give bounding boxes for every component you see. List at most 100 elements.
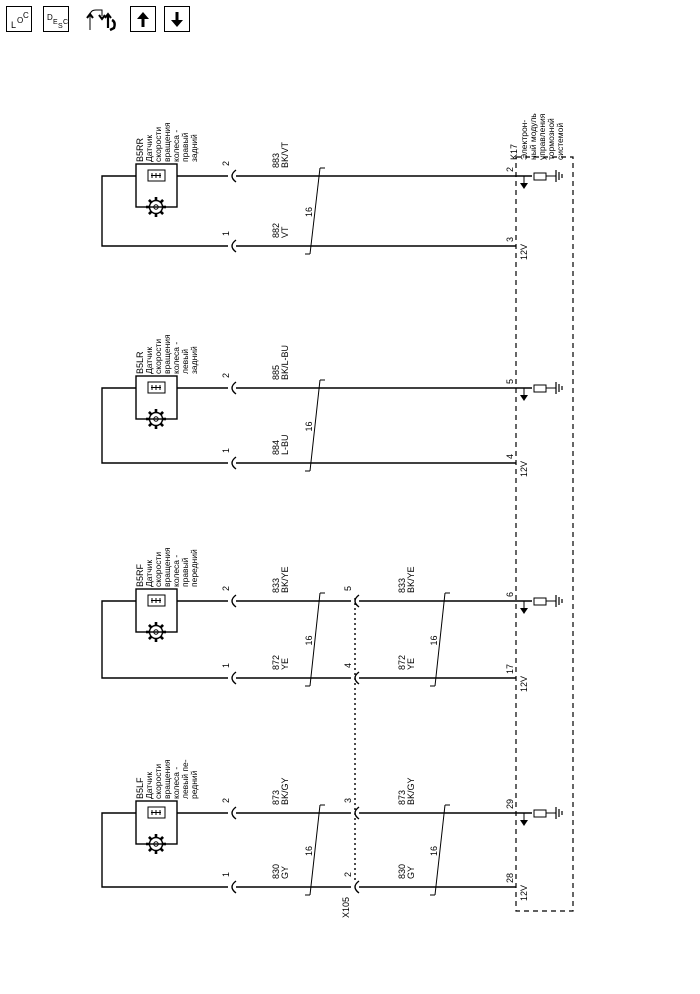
module-voltage-label: 12V xyxy=(519,244,529,260)
wire-gauge-slash xyxy=(309,167,321,255)
sensor-name-line-3: вращения xyxy=(162,334,172,374)
connector-pin-bottom xyxy=(354,671,360,685)
wire-gauge-label: 16 xyxy=(304,635,314,645)
wire-bottom-color: VT xyxy=(280,226,290,238)
signal-flow-button[interactable] xyxy=(86,6,120,34)
sensor-name-line-6: передний xyxy=(189,549,199,587)
connector-pin-bottom xyxy=(354,880,360,894)
module-pin-top-label: 2 xyxy=(505,167,515,172)
wire-top-circuit: 873 xyxy=(271,790,281,805)
wire-top-color: BK/YE xyxy=(280,566,290,593)
module-name-line-3: управления xyxy=(537,113,547,160)
resistor-icon xyxy=(533,809,547,818)
module-name-line-5: системой xyxy=(555,123,565,160)
previous-page-button[interactable] xyxy=(130,6,156,32)
sensor-element-icon xyxy=(147,594,166,607)
gear-tooth xyxy=(159,836,164,841)
wire-bottom-circuit: 882 xyxy=(271,223,281,238)
sensor-coil-icon xyxy=(151,385,161,390)
module-pin-top-label: 6 xyxy=(505,592,515,597)
sensor-element-icon xyxy=(147,169,166,182)
wire-gauge-label: 16 xyxy=(304,421,314,431)
signal-flow-icon xyxy=(86,9,116,32)
sensor-name-line-6: задний xyxy=(189,134,199,162)
sensor-body xyxy=(135,375,178,420)
wire-bottom-color: L-BU xyxy=(280,434,290,455)
gear-tooth xyxy=(148,635,153,640)
gear-tooth xyxy=(159,411,164,416)
input-arrow-icon xyxy=(520,820,528,826)
sensor-name-line-2: скорости xyxy=(153,339,163,374)
sensor-pin-bottom xyxy=(231,880,237,894)
gear-hub-icon xyxy=(153,416,159,422)
sensor-pin-bottom xyxy=(231,671,237,685)
sensor-name-line-5: левый xyxy=(180,349,190,374)
sensor-pin-bottom xyxy=(231,239,237,253)
gear-tooth xyxy=(148,199,153,204)
module-pin-bottom-label: 4 xyxy=(505,454,515,459)
description-button[interactable]: D E S C xyxy=(43,6,69,32)
sensor-pin-bottom-label: 1 xyxy=(221,663,231,668)
sensor-name-line-1: Датчик xyxy=(144,772,154,799)
sensor-name-line-2: скорости xyxy=(153,764,163,799)
description-icon: D E S C xyxy=(47,13,68,30)
sensor-pin-bottom-label: 1 xyxy=(221,231,231,236)
sensor-element-icon xyxy=(147,806,166,819)
sensor-name-line-3: вращения xyxy=(162,759,172,799)
wire-top-circuit: 833 xyxy=(271,578,281,593)
wire-bottom-circuit: 884 xyxy=(271,440,281,455)
sensor-name-line-2: скорости xyxy=(153,127,163,162)
module-pin-bottom-label: 3 xyxy=(505,237,515,242)
module-k17-label: K17 Электрон- ный модуль управления торм… xyxy=(509,113,565,160)
input-arrow-icon xyxy=(520,183,528,189)
wire-bottom-circuit: 872 xyxy=(271,655,281,670)
wire-gauge-slash xyxy=(309,592,321,687)
module-pin-top-label: 29 xyxy=(505,799,515,809)
location-button[interactable]: L O C xyxy=(6,6,32,32)
gear-tooth xyxy=(148,624,153,629)
module-pin-top-label: 5 xyxy=(505,379,515,384)
arrow-up-icon xyxy=(137,12,149,27)
sensor-pin-top-label: 2 xyxy=(221,373,231,378)
wire2-gauge-slash xyxy=(434,804,446,896)
connector-pin-top xyxy=(354,806,360,820)
svg-text:S: S xyxy=(58,23,63,30)
toolbar: L O C D E S C xyxy=(6,6,206,40)
input-arrow-icon xyxy=(520,395,528,401)
location-icon: L O C xyxy=(11,11,29,30)
sensor-element-icon xyxy=(147,381,166,394)
gear-tooth xyxy=(159,210,164,215)
sensor-name-line-5: правый xyxy=(180,132,190,162)
wire2-bottom-circuit: 872 xyxy=(397,655,407,670)
sensor-pin-top-label: 2 xyxy=(221,798,231,803)
svg-text:C: C xyxy=(23,11,29,20)
svg-text:C: C xyxy=(63,19,68,26)
sensor-name-line-2: скорости xyxy=(153,552,163,587)
sensor-name-line-3: вращения xyxy=(162,122,172,162)
sensor-name-line-4: колеса - xyxy=(171,130,181,162)
next-page-button[interactable] xyxy=(164,6,190,32)
sensor-pin-top xyxy=(231,594,237,608)
sensor-body xyxy=(135,800,178,845)
gear-tooth xyxy=(159,847,164,852)
wire2-bottom-circuit: 830 xyxy=(397,864,407,879)
gear-tooth xyxy=(148,422,153,427)
wire-gauge-slash xyxy=(309,379,321,472)
wire2-bottom-color: GY xyxy=(406,866,416,879)
gear-tooth xyxy=(159,199,164,204)
sensor-pin-top xyxy=(231,806,237,820)
wire-top-color: BK/L-BU xyxy=(280,345,290,380)
input-arrow-icon xyxy=(520,608,528,614)
wire-top-circuit: 883 xyxy=(271,153,281,168)
gear-tooth xyxy=(148,836,153,841)
wire2-top-color: BK/GY xyxy=(406,777,416,805)
sensor-body xyxy=(135,163,178,208)
gear-tooth xyxy=(159,624,164,629)
sensor-pin-top-label: 2 xyxy=(221,161,231,166)
wire-gauge-label: 16 xyxy=(304,846,314,856)
module-pin-bottom-label: 17 xyxy=(505,664,515,674)
sensor-body xyxy=(135,588,178,633)
resistor-icon xyxy=(533,384,547,393)
wire2-top-color: BK/YE xyxy=(406,566,416,593)
